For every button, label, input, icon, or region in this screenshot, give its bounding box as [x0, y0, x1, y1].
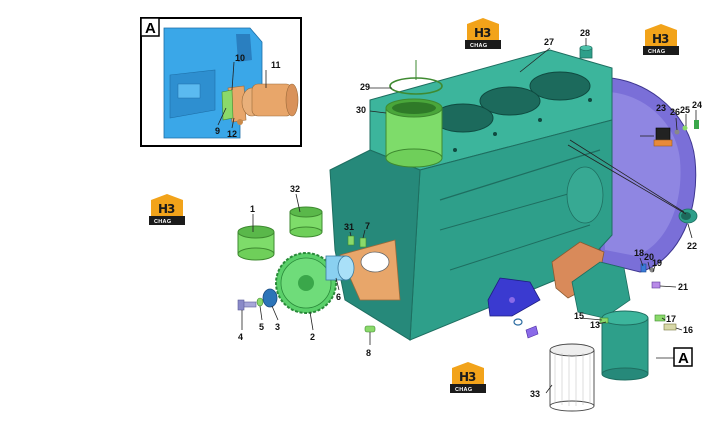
label-20: 20 [644, 252, 654, 262]
bore-4 [529, 71, 591, 101]
detail-letter: A [145, 20, 156, 37]
label-11: 11 [271, 60, 281, 70]
detail-letter-box [140, 17, 160, 37]
fitting-21 [651, 281, 661, 289]
dowel-31 [347, 235, 355, 246]
svg-text:CHAG: CHAG [648, 49, 665, 55]
label-2: 2 [310, 332, 315, 342]
label-19: 19 [652, 258, 662, 268]
watermark-logo-4: H 3 CHAG [450, 362, 486, 393]
label-7: 7 [365, 221, 370, 231]
label-24: 24 [692, 100, 702, 110]
label-27: 27 [544, 37, 554, 47]
fitting-18 [640, 263, 647, 273]
label-28: 28 [580, 28, 590, 38]
label-1: 1 [250, 204, 255, 214]
svg-text:H: H [474, 26, 484, 40]
svg-text:CHAG: CHAG [470, 43, 487, 49]
label-31: 31 [344, 222, 354, 232]
sensor-23 [653, 127, 673, 147]
mounting-bracket [487, 277, 541, 317]
label-23: 23 [656, 103, 666, 113]
svg-text:3: 3 [167, 202, 175, 216]
detail-view-a: A [140, 17, 302, 147]
dowel-7 [359, 237, 367, 248]
svg-text:H: H [459, 370, 469, 384]
svg-text:3: 3 [661, 32, 669, 46]
label-25: 25 [680, 105, 690, 115]
label-26: 26 [670, 107, 680, 117]
watermark-logo-1: H 3 CHAG [465, 18, 501, 49]
callout-a-letter: A [678, 350, 689, 367]
label-22: 22 [687, 241, 697, 251]
fitting-16 [663, 323, 677, 331]
leader-lines [217, 38, 697, 394]
detail-gasket [221, 89, 234, 121]
bracket-washer [513, 318, 523, 326]
label-4: 4 [238, 332, 243, 342]
thrust-plate [262, 288, 278, 308]
plug-24 [694, 120, 699, 129]
label-21: 21 [678, 282, 688, 292]
label-15: 15 [574, 311, 584, 321]
bolt-4 [237, 299, 257, 311]
oil-cooler [601, 310, 649, 381]
cylinder-liner [385, 98, 443, 168]
part-labels: 1 32 2 3 4 5 6 7 31 8 9 10 11 12 29 30 2… [215, 28, 702, 399]
label-18: 18 [634, 248, 644, 258]
callout-a-box [673, 347, 693, 367]
washer [256, 297, 264, 307]
block-front [329, 149, 421, 341]
plug-28 [579, 45, 593, 59]
label-12: 12 [227, 129, 237, 139]
bracket-bolt [525, 325, 539, 339]
plug-8 [364, 325, 376, 333]
flywheel-housing [589, 76, 697, 273]
label-8: 8 [366, 348, 371, 358]
svg-text:3: 3 [468, 370, 476, 384]
label-9: 9 [215, 126, 220, 136]
svg-text:CHAG: CHAG [154, 219, 171, 225]
watermark-logo-3: H 3 CHAG [149, 194, 185, 225]
label-5: 5 [259, 322, 264, 332]
oil-filter [549, 343, 595, 412]
bushing-32 [289, 206, 323, 238]
svg-text:H: H [158, 202, 168, 216]
svg-text:H: H [652, 32, 662, 46]
svg-text:3: 3 [483, 26, 491, 40]
idler-shaft [325, 255, 355, 281]
label-33: 33 [530, 389, 540, 399]
label-10: 10 [235, 53, 245, 63]
filter-head [571, 261, 631, 319]
svg-text:CHAG: CHAG [455, 387, 472, 393]
bore-3 [479, 86, 541, 116]
washer-25 [682, 125, 688, 131]
label-13: 13 [590, 320, 600, 330]
label-17: 17 [666, 314, 676, 324]
label-32: 32 [290, 184, 300, 194]
label-6: 6 [336, 292, 341, 302]
label-30: 30 [356, 105, 366, 115]
bushing-1 [237, 225, 275, 261]
label-29: 29 [360, 82, 370, 92]
label-3: 3 [275, 322, 280, 332]
cam-gear [275, 252, 337, 314]
washer-26 [674, 129, 680, 135]
fitting-15 [599, 317, 609, 324]
label-16: 16 [683, 325, 693, 335]
fitting-17 [654, 314, 666, 322]
watermark-logo-2: H 3 CHAG [643, 24, 679, 55]
